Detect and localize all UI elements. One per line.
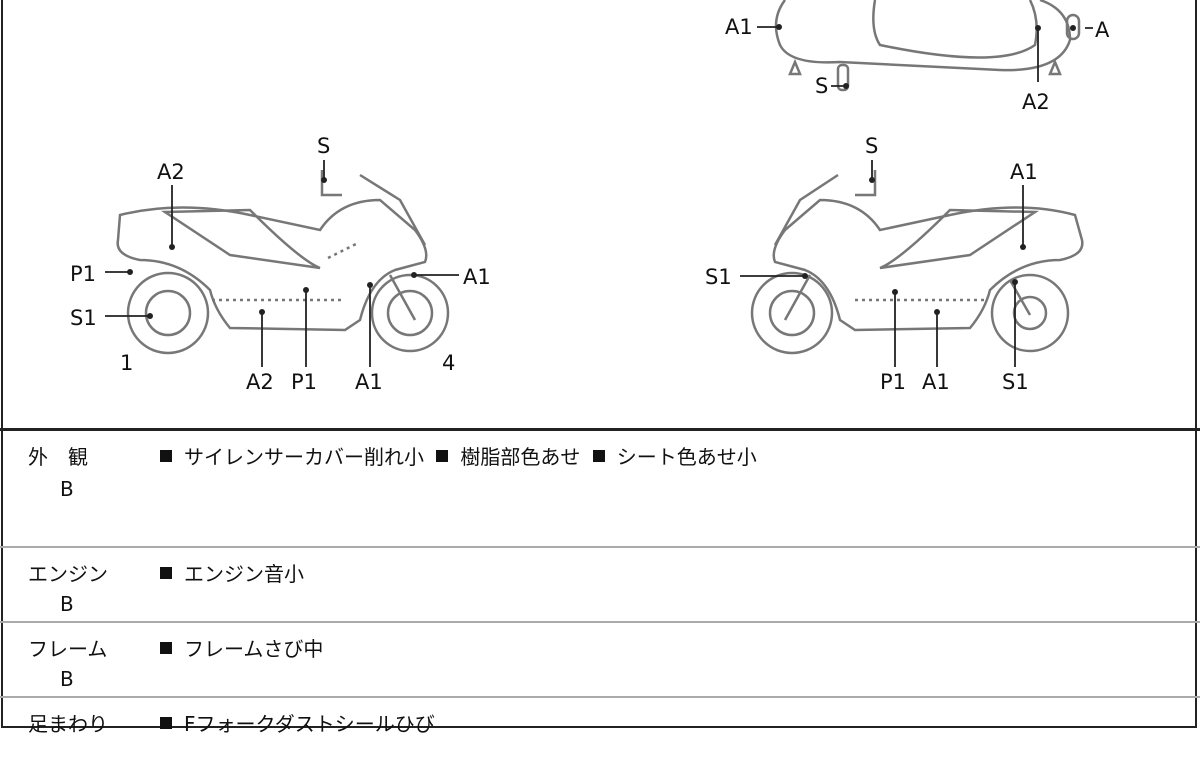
label-top-s: S <box>815 74 829 98</box>
bullet-icon <box>592 450 605 462</box>
label-right-a1-bottom: A1 <box>922 370 950 394</box>
bullet-icon <box>436 450 449 462</box>
row-suspension: 足まわり Fフォークダストシールひび <box>0 698 1200 758</box>
scooter-left-view <box>116 170 450 355</box>
label-top-a2: A2 <box>1022 90 1050 114</box>
label-left-a2: A2 <box>157 160 185 184</box>
category-label: 足まわり <box>28 712 108 736</box>
label-right-s1: S1 <box>705 265 732 289</box>
item: シート色あせ小 <box>616 445 757 469</box>
leader-lines <box>105 26 1093 367</box>
category-label: フレーム <box>28 637 108 661</box>
label-left-a2-bottom: A2 <box>246 370 274 394</box>
bullet-icon <box>160 717 172 729</box>
label-right-p1: P1 <box>880 370 907 394</box>
marker-dots <box>127 24 1076 319</box>
scooter-drawings <box>105 0 1093 367</box>
grade-value: B <box>60 592 74 616</box>
label-left-p1-bottom: P1 <box>291 370 318 394</box>
label-left-a1-bottom: A1 <box>355 370 383 394</box>
label-left-front-1: 1 <box>120 351 134 375</box>
condition-table: 外 観 B サイレンサーカバー削れ小 樹脂部色あせ シート色あせ小 エンジン B… <box>0 428 1200 758</box>
row-exterior: 外 観 B サイレンサーカバー削れ小 樹脂部色あせ シート色あせ小 <box>0 431 1200 548</box>
bullet-icon <box>160 450 172 462</box>
label-left-s: S <box>317 134 331 158</box>
label-top-a: A <box>1095 18 1110 42</box>
label-left-s1: S1 <box>70 306 97 330</box>
label-left-p1: P1 <box>70 262 97 286</box>
scooter-right-view <box>750 170 1084 355</box>
category-label: 外 観 <box>28 445 88 469</box>
item: エンジン音小 <box>184 562 304 586</box>
bullet-icon <box>160 567 172 579</box>
label-right-a1: A1 <box>1010 160 1038 184</box>
scooter-damage-diagram: A1 S A2 A S A2 P1 S1 A1 1 A2 P1 A1 4 S A… <box>70 0 1110 394</box>
category-label: エンジン <box>28 562 108 586</box>
label-left-rear-4: 4 <box>442 351 456 375</box>
item-list: フレームさび中 <box>160 633 329 662</box>
item-list: サイレンサーカバー削れ小 樹脂部色あせ シート色あせ小 <box>160 441 763 470</box>
item-list: Fフォークダストシールひび <box>160 708 441 737</box>
label-right-s: S <box>865 134 879 158</box>
item: 樹脂部色あせ <box>460 445 581 469</box>
row-frame: フレーム B フレームさび中 <box>0 623 1200 698</box>
label-right-s1-bottom: S1 <box>1002 370 1029 394</box>
item-list: エンジン音小 <box>160 558 310 587</box>
item: Fフォークダストシールひび <box>184 712 435 736</box>
item: サイレンサーカバー削れ小 <box>184 445 424 469</box>
bullet-icon <box>160 642 172 654</box>
grade-value: B <box>60 667 74 691</box>
label-left-a1: A1 <box>463 265 491 289</box>
label-top-a1: A1 <box>725 15 753 39</box>
scooter-top-view <box>774 0 1081 92</box>
row-engine: エンジン B エンジン音小 <box>0 548 1200 623</box>
item: フレームさび中 <box>184 637 324 661</box>
grade-value: B <box>60 477 74 501</box>
